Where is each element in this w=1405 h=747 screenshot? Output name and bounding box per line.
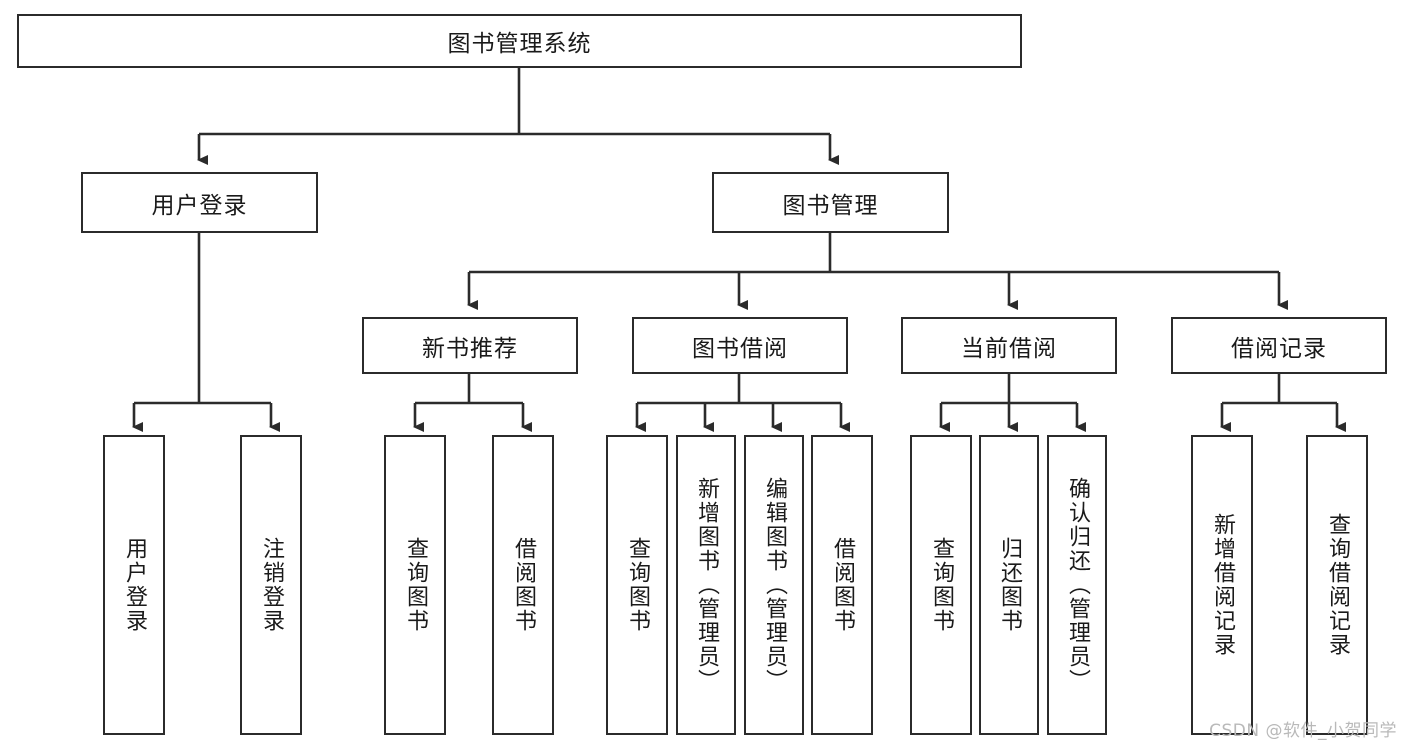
leaf-user-logout[interactable]: 注销登录	[240, 435, 302, 735]
leaf-recommend-borrow-book[interactable]: 借阅图书	[492, 435, 554, 735]
node-new-book-recommend[interactable]: 新书推荐	[362, 317, 578, 374]
node-user-login[interactable]: 用户登录	[81, 172, 318, 233]
node-borrow-record[interactable]: 借阅记录	[1171, 317, 1387, 374]
node-label: 图书管理	[782, 192, 879, 219]
node-label: 借阅图书	[829, 537, 855, 633]
node-label: 借阅记录	[1231, 335, 1327, 362]
node-label: 新书推荐	[422, 335, 518, 362]
node-label: 用户登录	[121, 537, 147, 633]
node-label: 查询借阅记录	[1324, 513, 1350, 657]
node-label: 新增借阅记录	[1209, 513, 1235, 657]
leaf-borrow-query-book[interactable]: 查询图书	[606, 435, 668, 735]
leaf-record-query-record[interactable]: 查询借阅记录	[1306, 435, 1368, 735]
leaf-borrow-add-book-admin[interactable]: 新增图书（管理员）	[676, 435, 736, 735]
leaf-recommend-query-book[interactable]: 查询图书	[384, 435, 446, 735]
node-label: 图书管理系统	[447, 31, 592, 57]
node-label: 当前借阅	[961, 335, 1057, 362]
watermark-text: CSDN @软件_小贺同学	[1209, 721, 1397, 741]
node-label: 查询图书	[928, 537, 954, 633]
leaf-current-query-book[interactable]: 查询图书	[910, 435, 972, 735]
node-book-management[interactable]: 图书管理	[712, 172, 949, 233]
node-label: 图书借阅	[692, 335, 788, 362]
node-label: 查询图书	[402, 537, 428, 633]
node-label: 确认归还（管理员）	[1064, 477, 1090, 693]
node-root-system[interactable]: 图书管理系统	[17, 14, 1022, 68]
leaf-current-confirm-return-admin[interactable]: 确认归还（管理员）	[1047, 435, 1107, 735]
leaf-borrow-edit-book-admin[interactable]: 编辑图书（管理员）	[744, 435, 804, 735]
node-label: 借阅图书	[510, 537, 536, 633]
leaf-borrow-borrow-book[interactable]: 借阅图书	[811, 435, 873, 735]
leaf-current-return-book[interactable]: 归还图书	[979, 435, 1039, 735]
node-label: 用户登录	[151, 192, 248, 219]
node-label: 新增图书（管理员）	[693, 477, 719, 693]
leaf-record-add-record[interactable]: 新增借阅记录	[1191, 435, 1253, 735]
leaf-user-login[interactable]: 用户登录	[103, 435, 165, 735]
node-label: 编辑图书（管理员）	[761, 477, 787, 693]
node-label: 归还图书	[996, 537, 1022, 633]
node-current-borrow[interactable]: 当前借阅	[901, 317, 1117, 374]
node-label: 查询图书	[624, 537, 650, 633]
node-label: 注销登录	[258, 537, 284, 633]
node-book-borrow[interactable]: 图书借阅	[632, 317, 848, 374]
